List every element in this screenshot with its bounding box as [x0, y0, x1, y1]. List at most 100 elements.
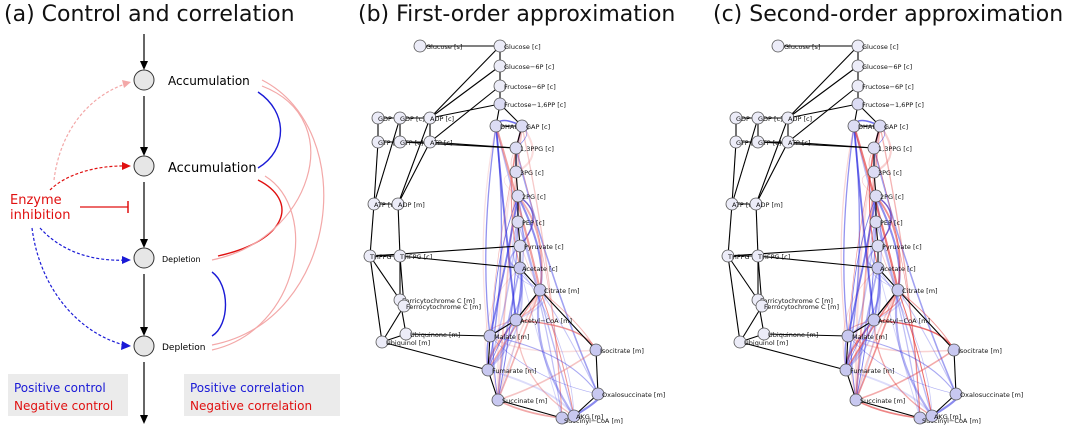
metabolite-node	[851, 59, 865, 73]
metabolite-node	[841, 329, 855, 343]
metabolite-node	[399, 327, 413, 341]
metabolite-node	[133, 247, 155, 269]
metabolite-node	[871, 239, 885, 253]
metabolite-node	[493, 59, 507, 73]
metabolite-label: Glucose−6P [c]	[862, 63, 912, 71]
metabolite-label: Acetate [c]	[880, 265, 916, 273]
control-arrow-negative	[49, 165, 129, 191]
metabolite-label: GAP [c]	[884, 123, 908, 131]
metabolite-label: ATP [m]	[374, 201, 399, 209]
legend-correlation	[184, 374, 340, 416]
metabolite-label: GAP [c]	[526, 123, 550, 131]
metabolite-node	[839, 363, 853, 377]
metabolite-label: Ferricytochrome C [m]	[760, 297, 833, 305]
metabolite-node	[413, 39, 427, 53]
metabolite-label: THFPG [m]	[369, 253, 405, 261]
reaction-edge	[787, 103, 859, 119]
metabolite-label: Succinate [m]	[860, 397, 905, 405]
reaction-edge	[763, 333, 849, 337]
metabolite-node	[515, 119, 529, 133]
control-arrow-positive	[31, 227, 129, 347]
metabolite-node	[393, 111, 407, 125]
metabolite-label: Malate [m]	[494, 333, 529, 341]
metabolite-label: GTP [m]	[378, 139, 404, 147]
reaction-edge	[727, 255, 741, 343]
metabolite-label: ATP [c]	[430, 139, 453, 147]
metabolite-label: DHAP [c]	[858, 123, 887, 131]
enzyme-label: inhibition	[10, 208, 70, 223]
metabolite-label: Ubiquinol [m]	[386, 339, 430, 347]
panel-b-title: (b) First-order approximation	[358, 2, 676, 27]
node-label: Depletion	[162, 343, 205, 353]
metabolite-label: Glucose [c]	[862, 43, 899, 51]
metabolite-label: Ubiquinone [m]	[768, 331, 818, 339]
metabolite-node	[509, 313, 523, 327]
reaction-edge	[369, 203, 375, 257]
correlation-edge	[489, 195, 519, 337]
reaction-edge	[727, 203, 733, 257]
correlation-edge	[877, 267, 921, 419]
reaction-edge	[953, 349, 957, 395]
reaction-edge	[373, 117, 401, 205]
metabolite-node	[423, 111, 437, 125]
correlation-edge	[497, 289, 541, 401]
enzyme-label: Enzyme	[10, 193, 62, 208]
correlation-edge	[513, 171, 541, 291]
reaction-edge	[405, 333, 491, 337]
correlation-edge	[847, 335, 955, 353]
metabolite-label: Fructose−1,6PP [c]	[504, 101, 566, 109]
metabolite-label: Isocitrate [m]	[958, 347, 1002, 355]
reaction-edge	[539, 289, 597, 351]
metabolite-node	[871, 261, 885, 275]
metabolite-label: THFPG [m]	[727, 253, 763, 261]
correlation-arc-positive	[211, 271, 227, 337]
correlation-edge	[521, 125, 563, 419]
metabolite-label: GDP [c]	[400, 115, 425, 123]
correlation-edge	[494, 125, 542, 291]
metabolite-node	[949, 387, 963, 401]
arrowhead	[122, 162, 131, 170]
network-first-order: Glucose [s] Glucose [c] Glucose−6P [c] Fruc…	[363, 39, 665, 425]
correlation-edge	[873, 319, 933, 417]
metabolite-label: Citrate [m]	[902, 287, 938, 295]
metabolite-node	[509, 141, 523, 155]
metabolite-label: ADP [c]	[430, 115, 454, 123]
legend-positive-control: Positive control	[14, 381, 106, 395]
metabolite-node	[509, 165, 523, 179]
metabolite-label: Pyruvate [c]	[524, 243, 564, 251]
correlation-edge	[842, 267, 879, 371]
node-label: Accumulation	[168, 161, 257, 176]
reaction-edge	[429, 45, 501, 119]
correlation-edge	[487, 195, 519, 371]
metabolite-node	[393, 249, 407, 263]
metabolite-node	[757, 327, 771, 341]
reaction-edge	[873, 289, 899, 321]
reaction-edge	[399, 141, 517, 149]
correlation-edge	[484, 267, 521, 371]
correlation-edge	[847, 335, 957, 395]
network-second-order: Glucose [s]Glucose [c]Glucose−6P [c]Fruc…	[721, 39, 1023, 425]
metabolite-node	[729, 135, 743, 149]
correlation-edge	[897, 289, 933, 417]
correlation-edge	[879, 125, 921, 419]
metabolite-label: Glucose−6P [c]	[504, 63, 554, 71]
correlation-edge	[495, 125, 575, 417]
correlation-edge	[517, 195, 543, 291]
metabolite-label: AKG [m]	[934, 413, 961, 421]
node-label: Depletion	[162, 255, 201, 264]
metabolite-label: Glucose [s]	[426, 43, 462, 51]
correlation-edge	[873, 147, 957, 395]
legend-negative-correlation: Negative correlation	[190, 399, 312, 413]
metabolite-label: AKG [m]	[576, 413, 603, 421]
correlation-edge	[894, 289, 933, 417]
reaction-edge	[739, 341, 847, 371]
correlation-edge	[843, 125, 855, 337]
correlation-edge	[855, 289, 899, 401]
correlation-edge	[840, 125, 857, 401]
metabolite-label: Glucose [c]	[504, 43, 541, 51]
metabolite-label: 1,3PPG [c]	[878, 145, 912, 153]
reaction-edge	[515, 289, 541, 321]
metabolite-label: GDP [c]	[758, 115, 783, 123]
metabolite-node	[363, 249, 377, 263]
